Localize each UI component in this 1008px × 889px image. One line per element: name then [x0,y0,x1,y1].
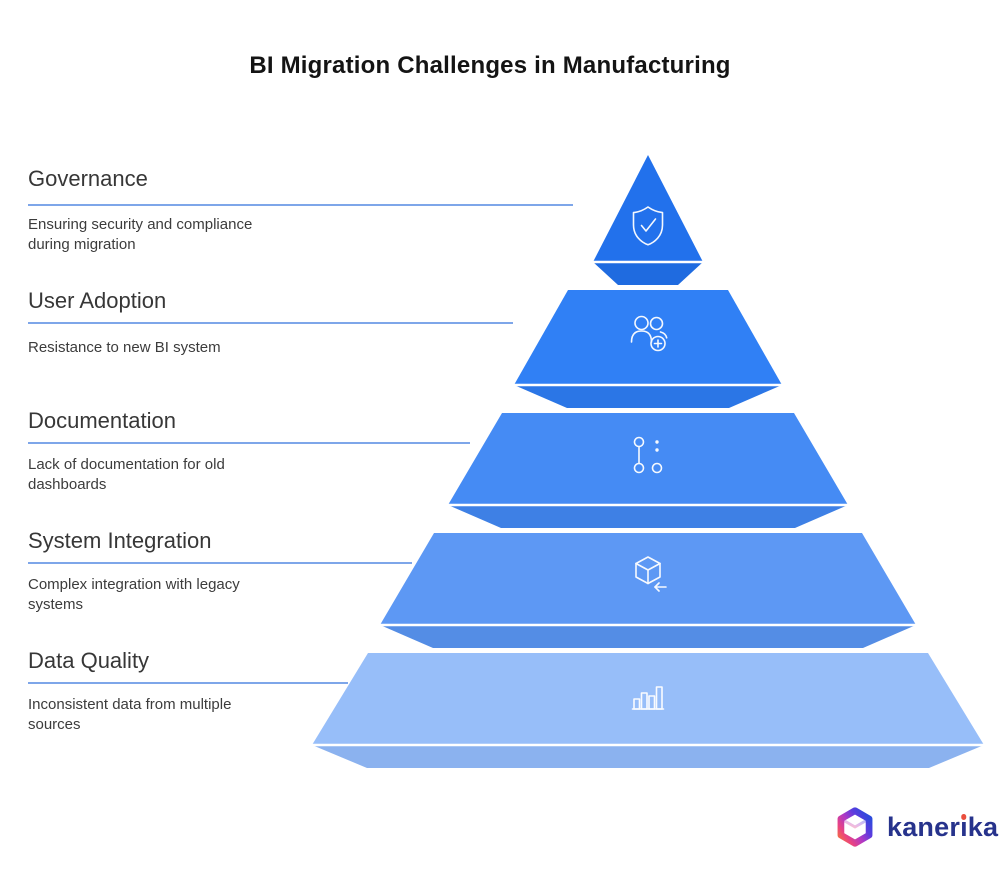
level-title: Data Quality [28,648,150,673]
level-flap [448,505,848,528]
pyramid-level-user-adoption [514,290,782,408]
pyramid-level-data-quality [312,653,984,768]
label-user-adoption: User Adoption [28,288,166,314]
level-flap [312,745,984,768]
level-description: Ensuring security and compliance during … [28,216,253,253]
level-body [312,653,984,745]
leader-line [28,204,573,206]
level-body [448,413,848,505]
logo-i-dot [961,814,967,820]
versions-icon [633,436,663,474]
level-flap [380,625,916,648]
leader-line [28,442,470,444]
shield-check-icon [632,206,664,246]
label-system-integration: System Integration [28,528,211,554]
label-governance: Governance [28,166,148,192]
label-documentation: Documentation [28,408,176,434]
label-data-quality: Data Quality [28,648,149,674]
pyramid-level-system-integration [380,533,916,648]
level-title: System Integration [28,528,212,553]
level-flap [593,262,703,285]
level-title: Documentation [28,408,176,433]
leader-line [28,682,348,684]
level-title: Governance [28,166,148,191]
level-title: User Adoption [28,288,167,313]
bar-chart-icon [631,686,665,710]
pyramid-level-documentation [448,413,848,528]
level-description: Lack of documentation for old dashboards [28,456,225,493]
kanerika-cube-icon [837,807,873,847]
pyramid-level-governance [593,155,703,285]
leader-line [28,562,412,564]
cube-arrow-icon [635,556,667,592]
level-description: Resistance to new BI system [28,339,221,356]
user-plus-icon [630,315,668,352]
leader-line [28,322,513,324]
level-body [593,155,703,262]
level-description: Complex integration with legacy systems [28,576,240,613]
level-body [514,290,782,385]
level-flap [514,385,782,408]
page-title: BI Migration Challenges in Manufacturing [249,52,731,79]
level-description: Inconsistent data from multiple sources [28,696,232,733]
